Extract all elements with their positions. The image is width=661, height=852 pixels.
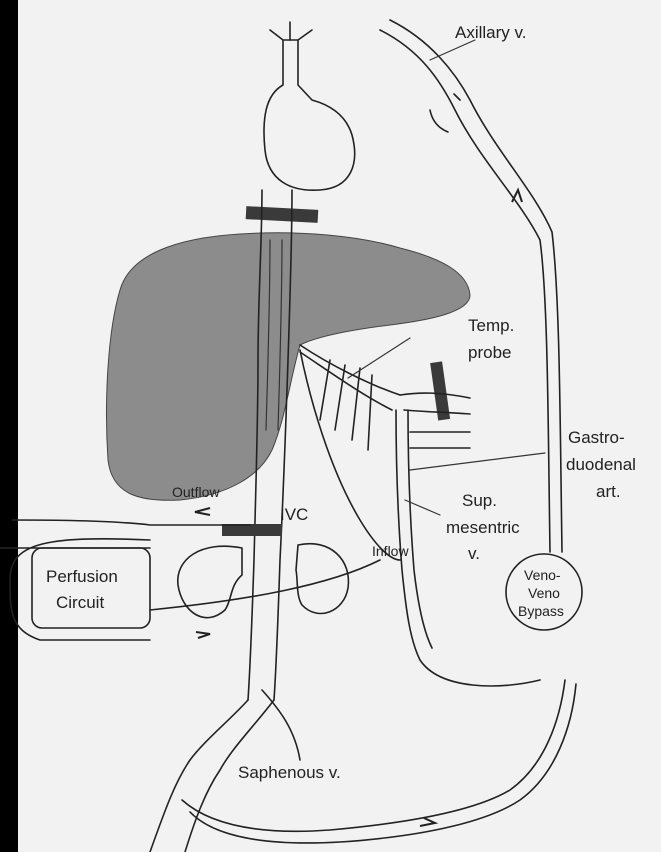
label-axillary: Axillary v. xyxy=(455,23,526,42)
label-ivc: IVC xyxy=(280,505,308,524)
label-bypass-3: Bypass xyxy=(518,603,564,619)
label-sup-3: v. xyxy=(468,544,480,563)
label-bypass-1: Veno- xyxy=(524,567,561,583)
label-gastro-3: art. xyxy=(596,482,621,501)
label-bypass-2: Veno xyxy=(528,585,560,601)
label-temp-probe-1: Temp. xyxy=(468,316,514,335)
label-inflow: Inflow xyxy=(372,543,409,559)
label-gastro-1: Gastro- xyxy=(568,428,625,447)
label-temp-probe-2: probe xyxy=(468,343,511,362)
label-sup-1: Sup. xyxy=(462,491,497,510)
label-saphenous: Saphenous v. xyxy=(238,763,341,782)
label-outflow: Outflow xyxy=(172,484,220,500)
label-perfusion-1: Perfusion xyxy=(46,567,118,586)
label-sup-2: mesentric xyxy=(446,518,520,537)
label-perfusion-2: Circuit xyxy=(56,593,104,612)
label-gastro-2: duodenal xyxy=(566,455,636,474)
